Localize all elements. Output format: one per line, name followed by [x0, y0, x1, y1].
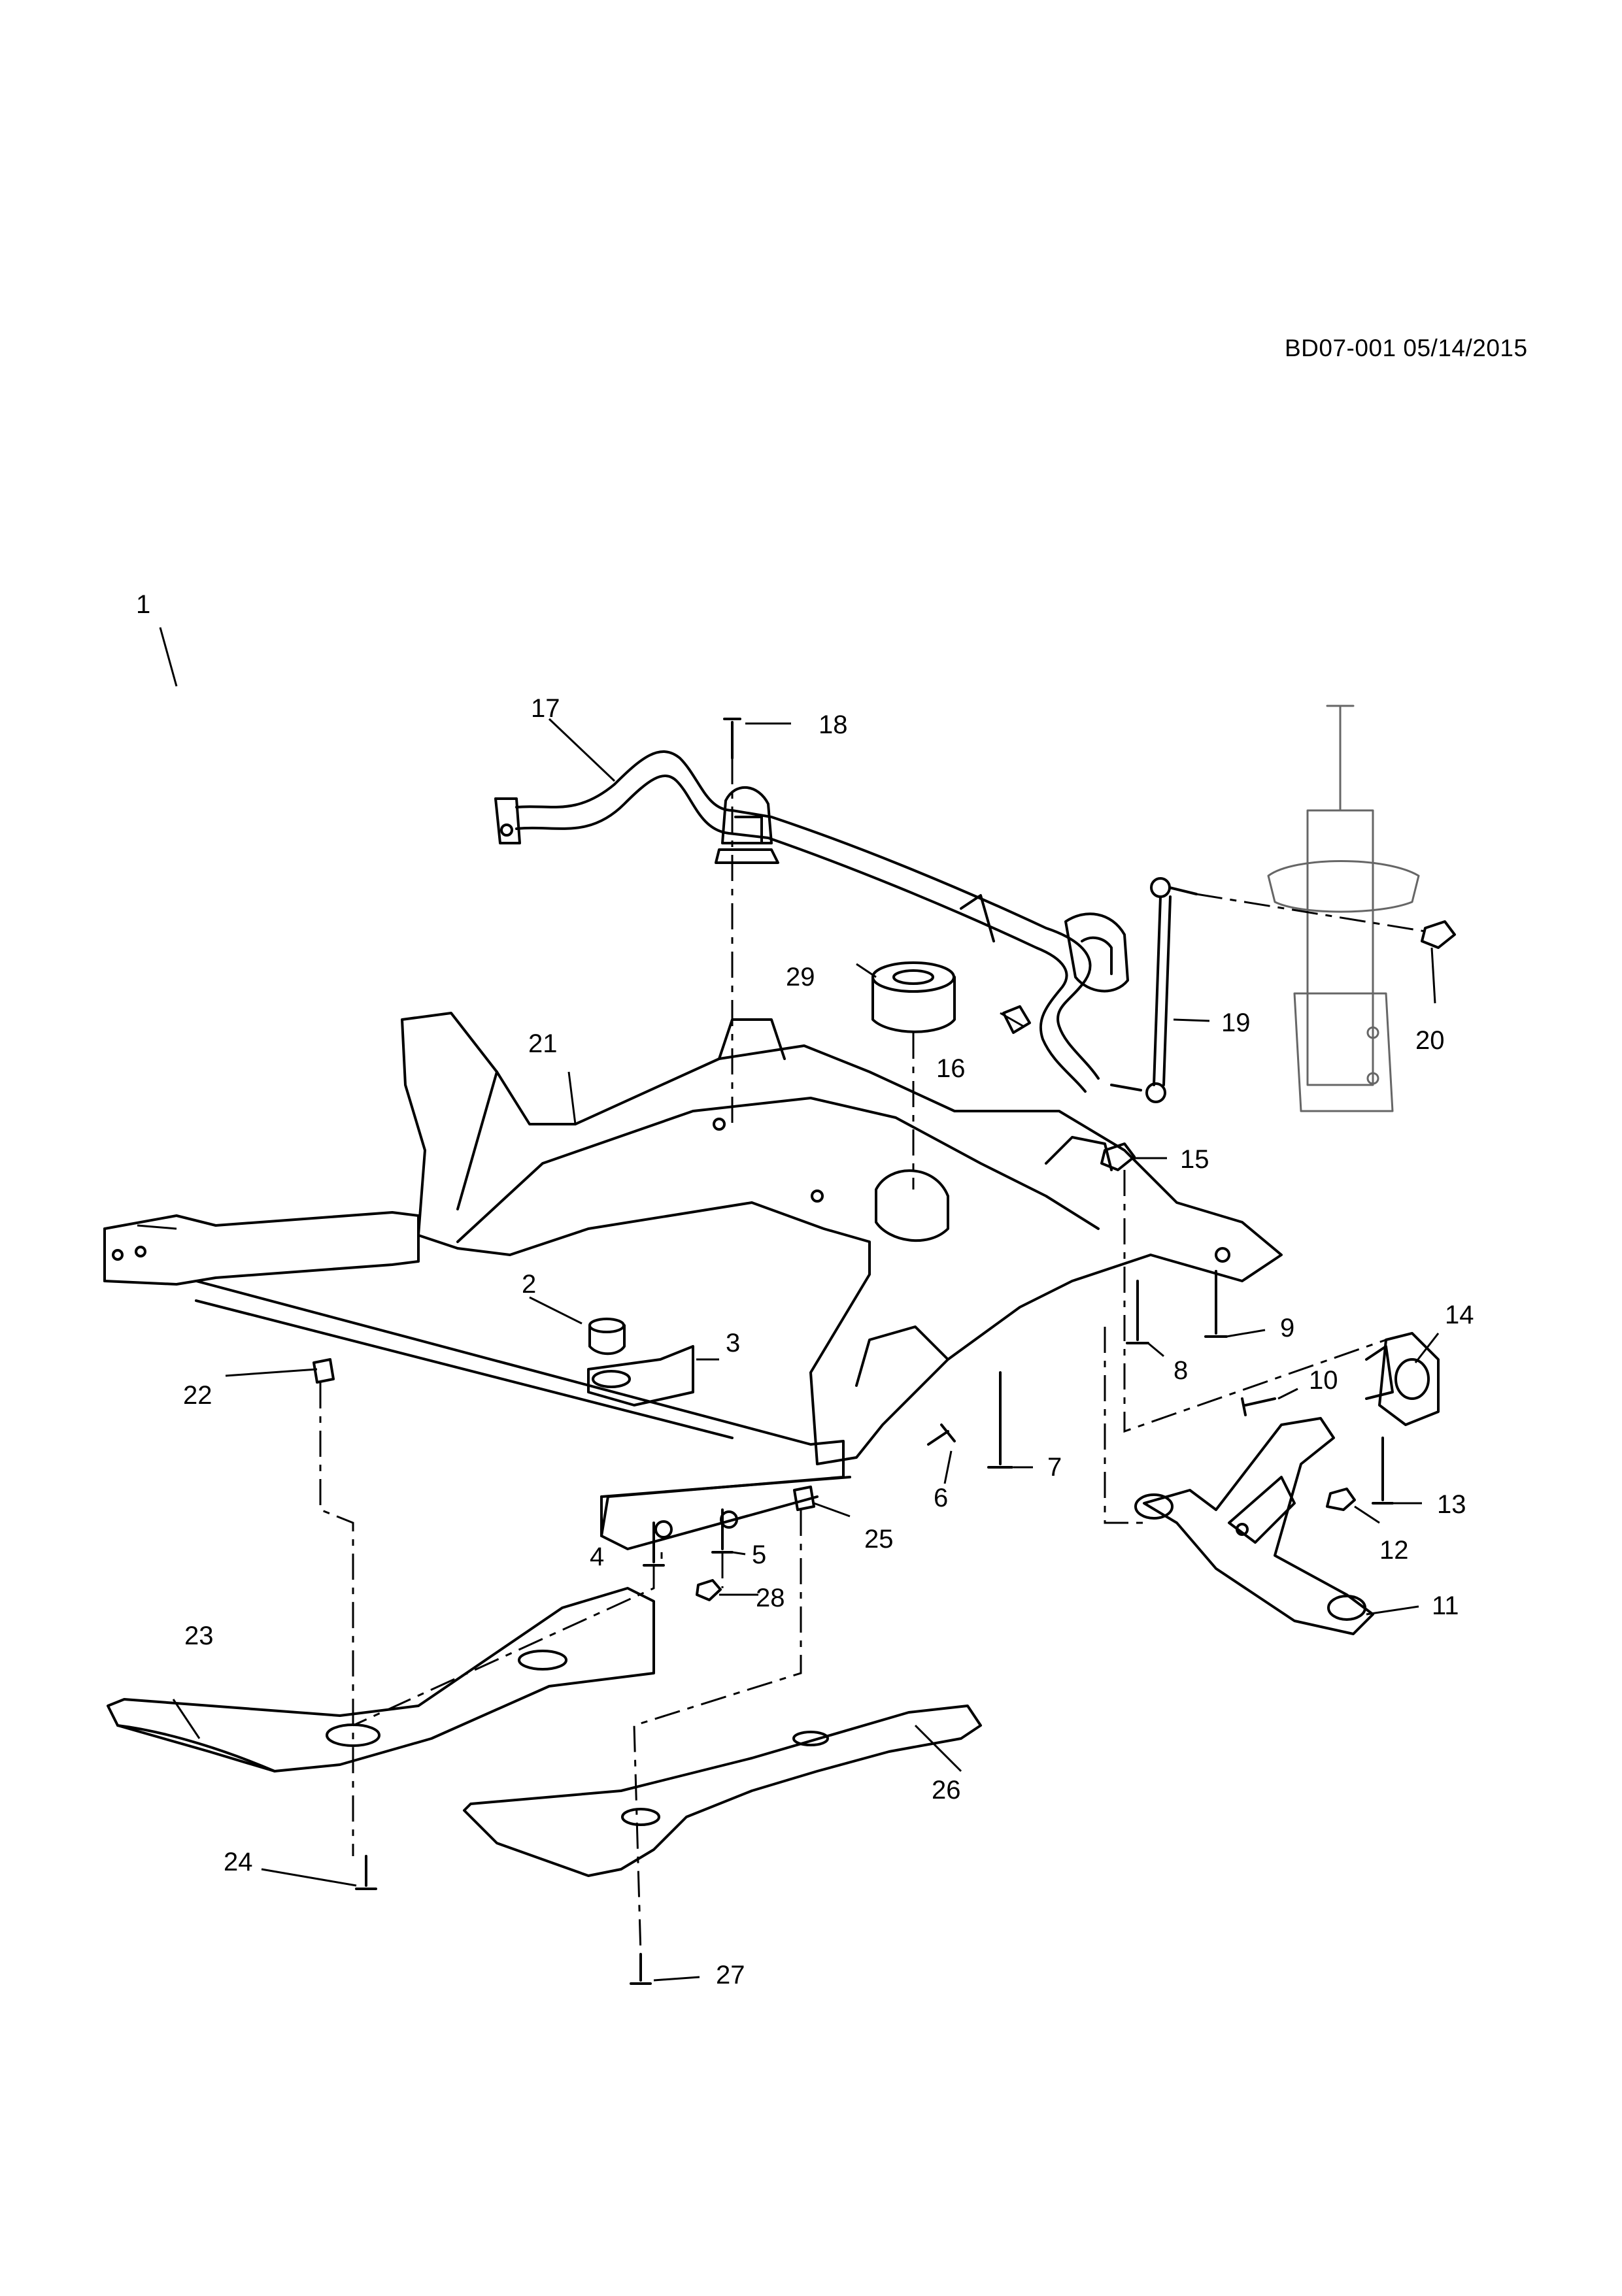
frame-insulator — [587, 1318, 694, 1406]
callout-2: 2 — [522, 1270, 536, 1299]
strut-assembly — [1267, 705, 1420, 1112]
callout-19: 19 — [1221, 1008, 1251, 1037]
rear-splash-shield — [463, 1705, 982, 1877]
alignment-lines — [319, 758, 1426, 1955]
callout-26: 26 — [932, 1776, 961, 1805]
front-crossmember — [103, 1211, 851, 1550]
front-suspension-frame — [401, 1012, 1283, 1465]
callout-9: 9 — [1280, 1314, 1294, 1342]
callout-4: 4 — [590, 1542, 604, 1571]
callout-21: 21 — [528, 1029, 558, 1058]
stabilizer-bushing-clamp — [715, 786, 779, 864]
callout-28: 28 — [756, 1584, 785, 1612]
callout-24: 24 — [224, 1848, 253, 1876]
callout-12: 12 — [1379, 1536, 1409, 1565]
callout-15: 15 — [1180, 1145, 1209, 1174]
callout-5: 5 — [752, 1540, 766, 1569]
callout-6: 6 — [934, 1484, 948, 1512]
callout-16: 16 — [936, 1054, 966, 1083]
front-splash-shield — [107, 1587, 655, 1772]
stabilizer-bar — [494, 750, 1100, 1093]
control-arm-rear-bushing — [1365, 1332, 1440, 1426]
fasteners — [313, 718, 1456, 1985]
callout-22: 22 — [183, 1381, 212, 1410]
callout-8: 8 — [1174, 1356, 1188, 1385]
callout-27: 27 — [716, 1961, 745, 1989]
callout-3: 3 — [726, 1329, 740, 1357]
callout-11: 11 — [1432, 1591, 1459, 1620]
callout-labels: 1 2 3 4 5 6 7 8 9 10 11 12 13 14 15 16 1… — [136, 590, 1474, 1989]
callout-23: 23 — [184, 1622, 214, 1650]
callout-7: 7 — [1047, 1453, 1062, 1482]
stabilizer-link — [1110, 877, 1198, 1103]
drawing-reference: BD07-001 05/14/2015 — [1285, 335, 1528, 361]
callout-14: 14 — [1445, 1301, 1474, 1329]
frame-mount-bushing — [871, 961, 956, 1033]
callout-18: 18 — [819, 710, 848, 739]
lower-control-arm — [1134, 1417, 1374, 1635]
callout-20: 20 — [1415, 1026, 1445, 1055]
callout-17: 17 — [531, 694, 560, 723]
callout-29: 29 — [786, 963, 815, 991]
callout-25: 25 — [864, 1525, 894, 1554]
callout-10: 10 — [1309, 1366, 1338, 1395]
callout-1: 1 — [136, 590, 150, 619]
stabilizer-right-bushing — [1064, 912, 1129, 993]
callout-13: 13 — [1437, 1490, 1466, 1519]
leader-lines — [137, 627, 1440, 1982]
